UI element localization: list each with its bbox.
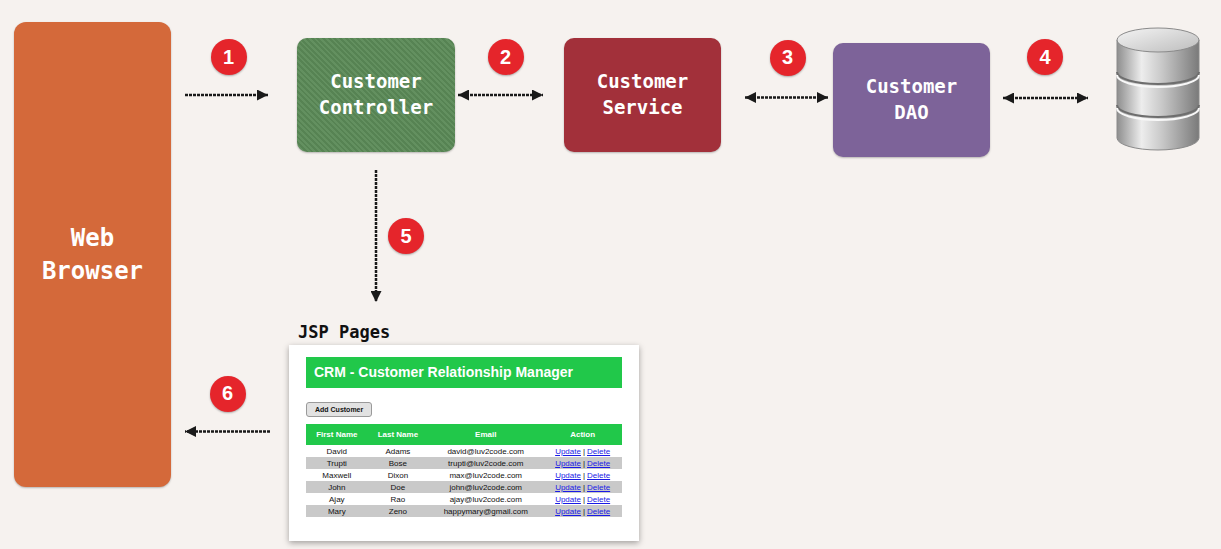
database-ring [1117, 108, 1199, 120]
database-body [1117, 40, 1199, 150]
table-header-cell: Last Name [368, 424, 429, 445]
table-row: JohnDoejohn@luv2code.comUpdate|Delete [306, 481, 622, 493]
table-cell: happymary@gmail.com [428, 505, 543, 517]
table-cell: John [306, 481, 368, 493]
database-ring [1117, 105, 1199, 117]
dao-box: Customer DAO [833, 43, 990, 157]
flow-arrow [458, 94, 543, 97]
link-separator: | [583, 459, 585, 468]
table-row: DavidAdamsdavid@luv2code.comUpdate|Delet… [306, 445, 622, 457]
action-link: Update [555, 459, 581, 468]
action-cell: Update|Delete [543, 493, 622, 505]
table-cell: Rao [368, 493, 429, 505]
table-header-cell: Action [543, 424, 622, 445]
table-row: TruptiBosetrupti@luv2code.comUpdate|Dele… [306, 457, 622, 469]
table-cell: david@luv2code.com [428, 445, 543, 457]
database-top [1117, 28, 1199, 52]
table-cell: max@luv2code.com [428, 469, 543, 481]
table-row: AjayRaoajay@luv2code.comUpdate|Delete [306, 493, 622, 505]
flow-arrow [185, 430, 270, 433]
callout-number: 2 [488, 39, 524, 75]
callout-number: 4 [1027, 39, 1063, 75]
callout-number: 3 [770, 40, 806, 76]
table-cell: Mary [306, 505, 368, 517]
flow-arrow [745, 96, 828, 99]
table-row: MaxwellDixonmax@luv2code.comUpdate|Delet… [306, 469, 622, 481]
table-cell: Maxwell [306, 469, 368, 481]
table-row: MaryZenohappymary@gmail.comUpdate|Delete [306, 505, 622, 517]
dao-database-arrow [1003, 97, 1088, 100]
table-header-row: First NameLast NameEmailAction [306, 424, 622, 445]
action-link: Update [555, 447, 581, 456]
controller-box: Customer Controller [297, 38, 455, 152]
action-link: Delete [587, 459, 610, 468]
callout-number: 5 [388, 218, 424, 254]
band-title: CRM - Customer Relationship Manager [314, 364, 614, 381]
action-link: Update [555, 507, 581, 516]
action-link: Update [555, 483, 581, 492]
link-separator: | [583, 483, 585, 492]
table-cell: David [306, 445, 368, 457]
table-cell: john@luv2code.com [428, 481, 543, 493]
link-separator: | [583, 447, 585, 456]
customer-table: First NameLast NameEmailActionDavidAdams… [306, 424, 622, 517]
page-heading: JSP Pages [298, 322, 639, 342]
callout-number: 1 [211, 39, 247, 75]
box-label: Customer DAO [847, 74, 976, 125]
database-icon [1117, 28, 1199, 150]
jsp-pages-frame: JSP PagesCRM - Customer Relationship Man… [289, 322, 639, 541]
table-header-cell: Email [428, 424, 543, 445]
table-cell: Ajay [306, 493, 368, 505]
database-ring [1117, 75, 1199, 87]
table-header-cell: First Name [306, 424, 368, 445]
action-cell: Update|Delete [543, 457, 622, 469]
box-label: Web Browser [28, 222, 157, 287]
table-cell: ajay@luv2code.com [428, 493, 543, 505]
callout-number: 6 [210, 376, 246, 412]
action-link: Update [555, 495, 581, 504]
service-box: Customer Service [564, 38, 721, 152]
flow-arrow [375, 170, 378, 302]
action-link: Delete [587, 495, 610, 504]
flow-arrow [185, 94, 268, 97]
table-cell: Trupti [306, 457, 368, 469]
action-cell: Update|Delete [543, 481, 622, 493]
action-link: Delete [587, 471, 610, 480]
table-cell: Adams [368, 445, 429, 457]
add-customer-button: Add Customer [306, 402, 372, 417]
box-label: Customer Service [578, 69, 707, 120]
page-screenshot: CRM - Customer Relationship ManagerAdd C… [289, 345, 639, 541]
crm-header-band: CRM - Customer Relationship Manager [306, 357, 622, 388]
action-cell: Update|Delete [543, 505, 622, 517]
action-cell: Update|Delete [543, 469, 622, 481]
table-cell: Bose [368, 457, 429, 469]
action-link: Update [555, 471, 581, 480]
database-ring [1117, 72, 1199, 84]
table-cell: Doe [368, 481, 429, 493]
link-separator: | [583, 471, 585, 480]
link-separator: | [583, 495, 585, 504]
action-link: Delete [587, 507, 610, 516]
link-separator: | [583, 507, 585, 516]
table-cell: trupti@luv2code.com [428, 457, 543, 469]
browser-box: Web Browser [14, 22, 171, 487]
table-cell: Dixon [368, 469, 429, 481]
box-label: Customer Controller [311, 69, 441, 120]
action-cell: Update|Delete [543, 445, 622, 457]
button-label: Add Customer [315, 405, 363, 414]
table-cell: Zeno [368, 505, 429, 517]
action-link: Delete [587, 483, 610, 492]
action-link: Delete [587, 447, 610, 456]
